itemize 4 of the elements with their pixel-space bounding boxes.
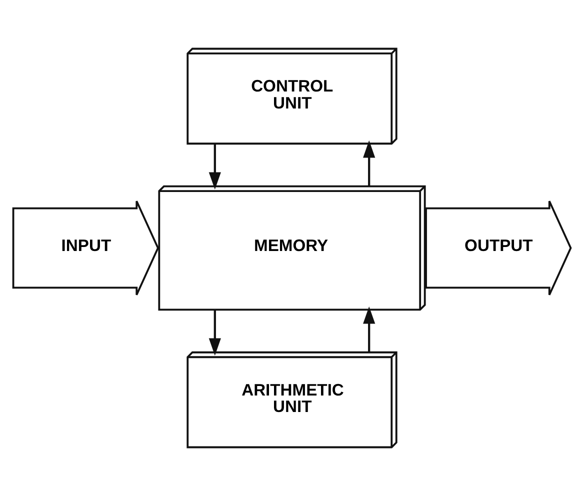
- arrow: [208, 144, 221, 190]
- arrow: [208, 310, 221, 356]
- arrow: [363, 306, 376, 352]
- arrow: [363, 140, 376, 186]
